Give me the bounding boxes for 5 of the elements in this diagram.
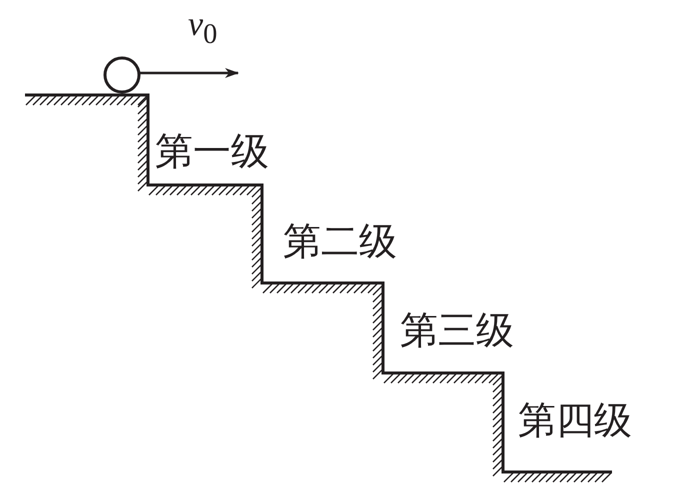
velocity-label: v$_{0}$ xyxy=(188,8,218,50)
step-label: 第二级 xyxy=(283,222,397,260)
step-label: 第四级 xyxy=(518,401,632,439)
step-label: 第一级 xyxy=(155,132,269,170)
step-label: 第三级 xyxy=(400,311,514,349)
